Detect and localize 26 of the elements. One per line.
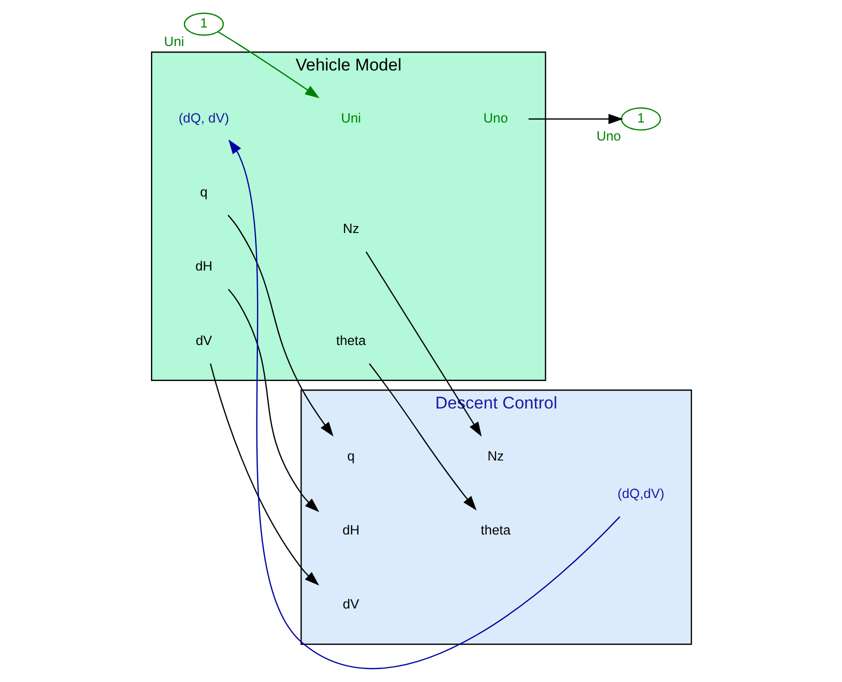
node-text: dV <box>195 332 212 348</box>
arrow <box>227 288 319 512</box>
node-text: q <box>346 448 354 464</box>
node-text: (dQ, dV) <box>178 110 229 126</box>
node-text: theta <box>480 522 510 538</box>
node-label: Uno <box>596 128 620 144</box>
arrow <box>528 114 623 124</box>
arrow <box>228 139 620 669</box>
node-text: Nz <box>487 448 504 464</box>
arrow <box>217 31 320 98</box>
node-text: theta <box>336 332 366 348</box>
arrow <box>365 252 482 437</box>
node-ellipse: 1 <box>620 107 661 131</box>
arrow <box>368 363 476 510</box>
node-label: Uni <box>164 34 184 49</box>
node-text: dV <box>342 596 359 612</box>
node-text: Nz <box>342 221 359 236</box>
node-text: q <box>200 184 208 200</box>
node-text: (dQ,dV) <box>617 486 664 502</box>
node-text: Uni <box>340 110 361 126</box>
arrow <box>227 214 333 437</box>
node-text: dH <box>194 258 212 274</box>
arrow <box>209 363 319 586</box>
node-ellipse: 1 <box>183 12 224 36</box>
node-text: Uno <box>482 110 508 126</box>
node-text: dH <box>342 522 360 538</box>
